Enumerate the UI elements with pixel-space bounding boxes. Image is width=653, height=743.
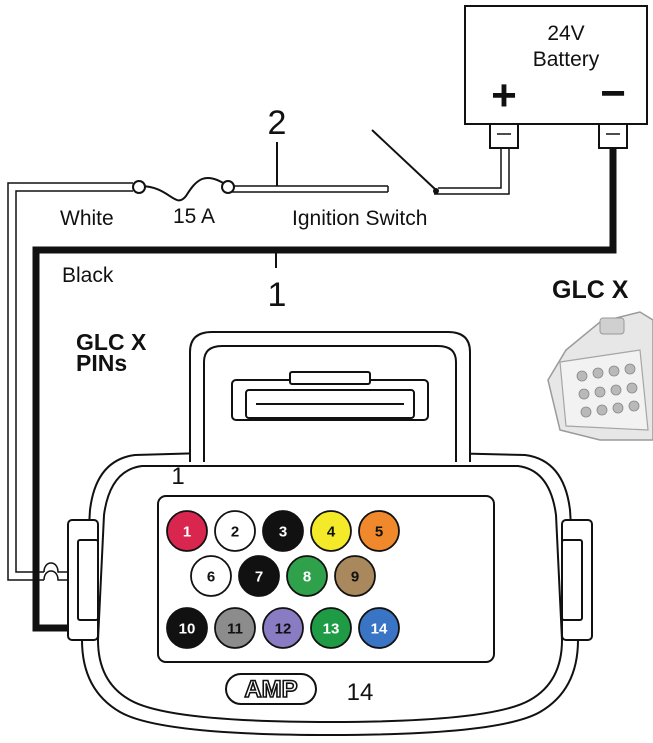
pin-5-label: 5 [375,524,383,541]
pin-13-label: 13 [323,621,340,638]
pin-11: 11 [214,607,256,649]
pin-10: 10 [166,607,208,649]
pin-7-label: 7 [255,569,263,586]
pin-8-circle [286,555,328,597]
pin-14: 14 [358,607,400,649]
ignition-switch-blade [371,129,437,191]
pin-14-label: 14 [371,621,388,638]
battery-negative-symbol: − [600,69,626,118]
pin-14-circle [358,607,400,649]
marker-1-label: 1 [268,276,287,314]
pins-title-line2: PINs [76,350,127,376]
pin-8-label: 8 [303,569,311,586]
negative-terminal [598,123,628,149]
pin-5: 5 [358,510,400,552]
pin1-position-marker: 1 [171,463,184,490]
pin-9-label: 9 [351,569,359,586]
pin-9: 9 [334,555,376,597]
pin-11-circle [214,607,256,649]
pin-4: 4 [310,510,352,552]
battery-voltage-label: 24V [547,22,584,45]
ignition-switch-label: Ignition Switch [292,207,427,230]
battery-body [464,5,648,125]
battery: 24V Battery + − [464,5,648,149]
pin-12-label: 12 [275,621,292,638]
pin-13: 13 [310,607,352,649]
pin-13-circle [310,607,352,649]
pin-3: 3 [262,510,304,552]
battery-name-label: Battery [533,48,600,71]
marker-2-label: 2 [268,104,287,142]
glc-x-connector-picture [547,311,653,441]
pin-10-circle [166,607,208,649]
pin-9-circle [334,555,376,597]
pin-12: 12 [262,607,304,649]
connector-title: GLC X [552,276,629,304]
pin-5-circle [358,510,400,552]
pin-6: 6 [190,555,232,597]
black-wire-label: Black [62,264,114,287]
pin-1: 1 [166,510,208,552]
pin14-position-marker: 14 [347,679,374,706]
pin-6-label: 6 [207,569,215,586]
pin-2-circle [214,510,256,552]
pin-7-circle [238,555,280,597]
fuse-rating-label: 15 A [173,205,215,228]
pin-7: 7 [238,555,280,597]
pin-2-label: 2 [231,524,239,541]
amp-logo-text: AMP [244,676,297,703]
positive-wire [7,129,510,581]
pin-11-label: 11 [227,621,243,638]
battery-positive-symbol: + [491,71,517,120]
fuse-left-terminal [132,180,146,194]
pins-title-line1: GLC X [76,329,147,355]
pin-3-label: 3 [279,524,287,541]
pin-4-circle [310,510,352,552]
positive-terminal [489,123,519,149]
pin-1-label: 1 [183,524,191,541]
pin-12-circle [262,607,304,649]
fuse-element [139,176,229,202]
pin-6-circle [190,555,232,597]
pin-10-label: 10 [179,621,196,638]
fuse-right-terminal [221,180,235,194]
pin-1-circle [166,510,208,552]
pin-4-label: 4 [327,524,336,541]
pin-2: 2 [214,510,256,552]
pin-8: 8 [286,555,328,597]
pin-3-circle [262,510,304,552]
amp-logo: AMP [225,673,317,705]
white-wire-label: White [60,207,114,230]
